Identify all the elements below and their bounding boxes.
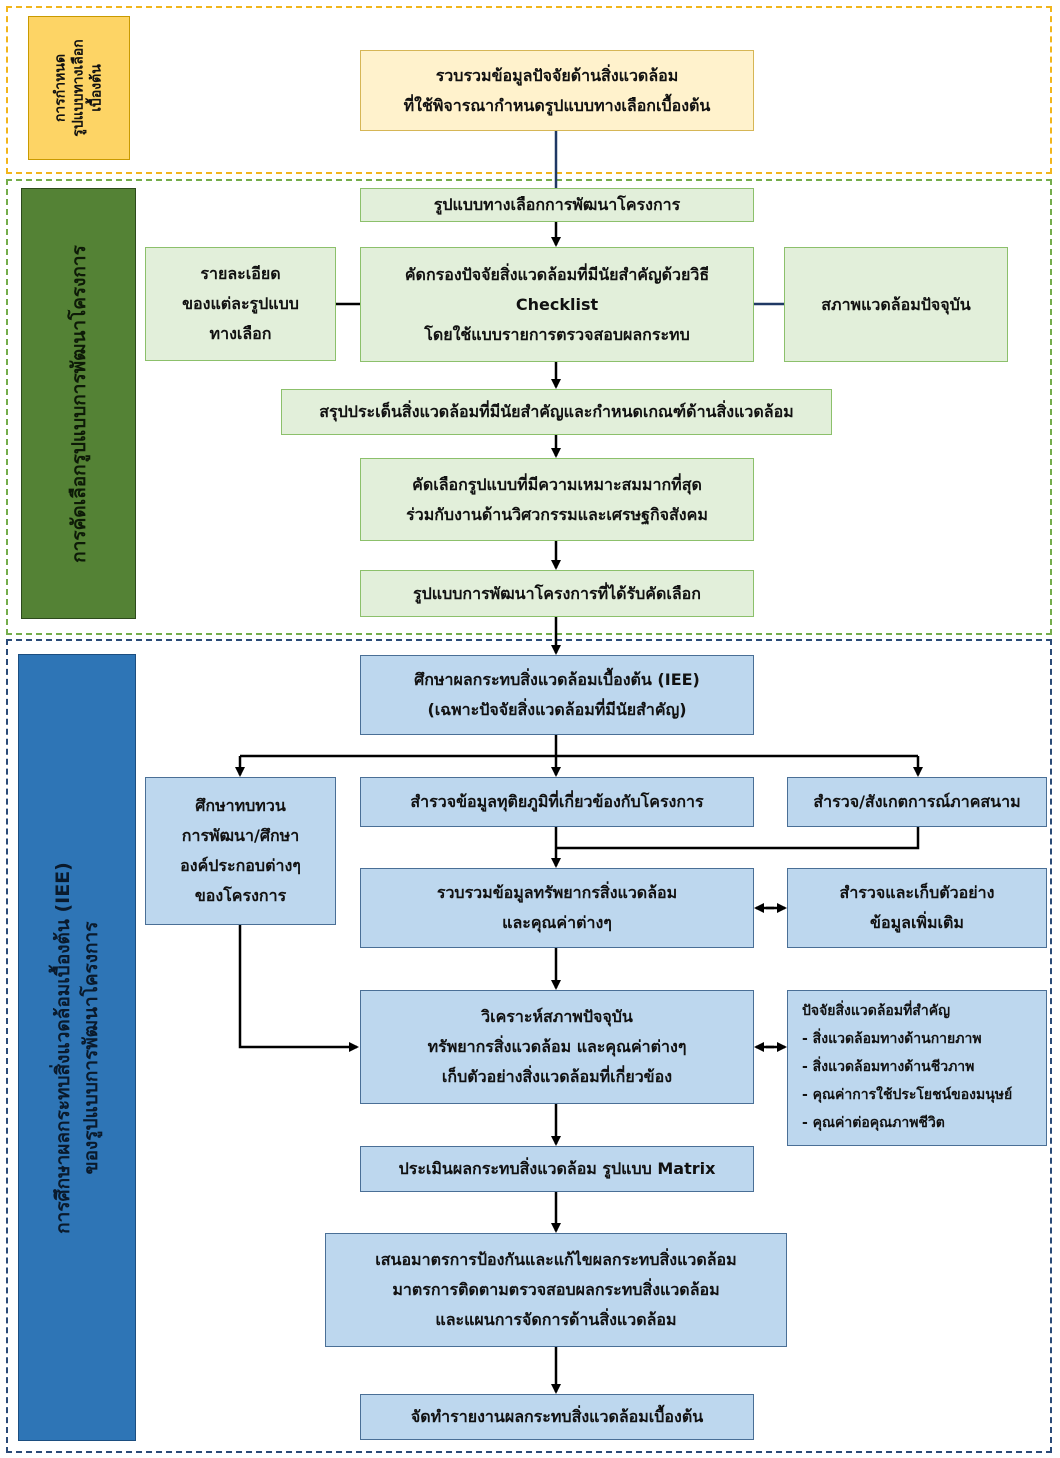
text-line: ศึกษาทบทวน [195,796,286,815]
box-matrix: ประเมินผลกระทบสิ่งแวดล้อม รูปแบบ Matrix [360,1146,754,1192]
box-text: ประเมินผลกระทบสิ่งแวดล้อม รูปแบบ Matrix [399,1154,716,1184]
box-report: จัดทำรายงานผลกระทบสิ่งแวดล้อมเบื้องต้น [360,1394,754,1440]
zone-alternatives [6,6,1052,174]
box-collect-factors: รวบรวมข้อมูลปัจจัยด้านสิ่งแวดล้อมที่ใช้พ… [360,50,754,131]
box-secondary: สำรวจข้อมูลทุติยภูมิที่เกี่ยวข้องกับโครง… [360,777,754,827]
text-line: ทางเลือก [209,324,272,343]
text-line: - สิ่งแวดล้อมทางด้านชีวภาพ [802,1059,975,1075]
text-line: จัดทำรายงานผลกระทบสิ่งแวดล้อมเบื้องต้น [410,1407,704,1426]
text-line: การพัฒนา/ศึกษา [181,826,300,845]
text-line: มาตรการติดตามตรวจสอบผลกระทบสิ่งแวดล้อม [392,1280,720,1299]
box-alternatives: รูปแบบทางเลือกการพัฒนาโครงการ [360,188,754,222]
box-text: รวบรวมข้อมูลปัจจัยด้านสิ่งแวดล้อมที่ใช้พ… [404,61,711,121]
box-selected: รูปแบบการพัฒนาโครงการที่ได้รับคัดเลือก [360,570,754,617]
box-text: เสนอมาตรการป้องกันและแก้ไขผลกระทบสิ่งแวด… [375,1245,736,1335]
box-gather-resources: รวบรวมข้อมูลทรัพยากรสิ่งแวดล้อมและคุณค่า… [360,868,754,948]
text-line: ข้อมูลเพิ่มเติม [870,913,964,932]
box-text: คัดกรองปัจจัยสิ่งแวดล้อมที่มีนัยสำคัญด้ว… [405,260,709,350]
text-line: รูปแบบทางเลือกการพัฒนาโครงการ [433,195,681,214]
text-line: รูปแบบการพัฒนาโครงการที่ได้รับคัดเลือก [413,583,701,603]
box-text: ปัจจัยสิ่งแวดล้อมที่สำคัญ - สิ่งแวดล้อมทา… [802,997,1012,1137]
text-line: องค์ประกอบต่างๆ [180,856,301,875]
text-line: สำรวจและเก็บตัวอย่าง [839,883,995,902]
box-text: สำรวจข้อมูลทุติยภูมิที่เกี่ยวข้องกับโครง… [410,787,703,817]
text-line: และแผนการจัดการด้านสิ่งแวดล้อม [435,1310,677,1329]
box-text: รูปแบบการพัฒนาโครงการที่ได้รับคัดเลือก [413,579,701,609]
text-line: ที่ใช้พิจารณากำหนดรูปแบบทางเลือกเบื้องต้… [403,95,711,115]
text-line: สำรวจ/สังเกตการณ์ภาคสนาม [813,792,1021,811]
box-text: รูปแบบทางเลือกการพัฒนาโครงการ [434,190,680,220]
zone-label-selection: การคัดเลือกรูปแบบการพัฒนาโครงการ [21,188,136,619]
text-line: วิเคราะห์สภาพปัจจุบัน [481,1007,633,1026]
box-text: รายละเอียดของแต่ละรูปแบบทางเลือก [182,259,299,349]
box-text: สำรวจและเก็บตัวอย่างข้อมูลเพิ่มเติม [840,878,995,938]
text-line: - คุณค่าการใช้ประโยชน์ของมนุษย์ [802,1087,1013,1103]
text-line: รวบรวมข้อมูลปัจจัยด้านสิ่งแวดล้อม [435,65,679,85]
box-alt-details: รายละเอียดของแต่ละรูปแบบทางเลือก [145,247,336,361]
box-field: สำรวจ/สังเกตการณ์ภาคสนาม [787,777,1047,827]
box-summary: สรุปประเด็นสิ่งแวดล้อมที่มีนัยสำคัญและกำ… [281,389,832,435]
text-line: ปัจจัยสิ่งแวดล้อมที่สำคัญ [802,1003,950,1019]
text-line: เสนอมาตรการป้องกันและแก้ไขผลกระทบสิ่งแวด… [375,1250,737,1269]
connector-field-merge [556,827,920,850]
text-line: ทรัพยากรสิ่งแวดล้อม และคุณค่าต่างๆ [427,1037,687,1056]
box-measures: เสนอมาตรการป้องกันและแก้ไขผลกระทบสิ่งแวด… [325,1233,787,1347]
box-text: สรุปประเด็นสิ่งแวดล้อมที่มีนัยสำคัญและกำ… [319,397,793,427]
arrow-review-to-analyze [238,925,359,1052]
box-review: ศึกษาทบทวนการพัฒนา/ศึกษาองค์ประกอบต่างๆข… [145,777,336,925]
box-key-factors: ปัจจัยสิ่งแวดล้อมที่สำคัญ - สิ่งแวดล้อมทา… [787,990,1047,1146]
box-analyze: วิเคราะห์สภาพปัจจุบันทรัพยากรสิ่งแวดล้อม… [360,990,754,1104]
text-line: Checklist [515,294,599,314]
box-text: สภาพแวดล้อมปัจจุบัน [821,290,971,320]
box-text: จัดทำรายงานผลกระทบสิ่งแวดล้อมเบื้องต้น [411,1402,703,1432]
text-line: ของโครงการ [194,886,287,905]
text-line: (เฉพาะปัจจัยสิ่งแวดล้อมที่มีนัยสำคัญ) [427,700,687,719]
box-text: ศึกษาทบทวนการพัฒนา/ศึกษาองค์ประกอบต่างๆข… [180,791,301,911]
box-text: วิเคราะห์สภาพปัจจุบันทรัพยากรสิ่งแวดล้อม… [428,1002,687,1092]
text-line: - คุณค่าต่อคุณภาพชีวิต [802,1115,945,1131]
text-line: รายละเอียด [200,264,281,283]
text-line: ศึกษาผลกระทบสิ่งแวดล้อมเบื้องต้น (IEE) [414,670,700,689]
text-line: ประเมินผลกระทบสิ่งแวดล้อม รูปแบบ Matrix [398,1159,716,1178]
box-extra-samples: สำรวจและเก็บตัวอย่างข้อมูลเพิ่มเติม [787,868,1047,948]
text-line: ร่วมกับงานด้านวิศวกรรมและเศรษฐกิจสังคม [406,504,708,524]
text-line: - สิ่งแวดล้อมทางด้านกายภาพ [802,1031,982,1047]
text-line: โดยใช้แบบรายการตรวจสอบผลกระทบ [424,324,690,344]
box-text: คัดเลือกรูปแบบที่มีความเหมาะสมมากที่สุดร… [406,470,708,530]
box-iee-study: ศึกษาผลกระทบสิ่งแวดล้อมเบื้องต้น (IEE) (เ… [360,655,754,735]
text-line: สภาพแวดล้อมปัจจุบัน [821,294,971,314]
box-screening: คัดกรองปัจจัยสิ่งแวดล้อมที่มีนัยสำคัญด้ว… [360,247,754,362]
text-line: สำรวจข้อมูลทุติยภูมิที่เกี่ยวข้องกับโครง… [410,792,704,811]
text-line: คัดเลือกรูปแบบที่มีความเหมาะสมมากที่สุด [412,474,702,494]
zone-label-alternatives: การกำหนดรูปแบบทางเลือกเบื้องต้น [28,16,130,160]
text-line: รวบรวมข้อมูลทรัพยากรสิ่งแวดล้อม [436,883,678,902]
text-line: สรุปประเด็นสิ่งแวดล้อมที่มีนัยสำคัญและกำ… [319,402,794,421]
text-line: คัดกรองปัจจัยสิ่งแวดล้อมที่มีนัยสำคัญด้ว… [404,264,710,284]
box-select-best: คัดเลือกรูปแบบที่มีความเหมาะสมมากที่สุดร… [360,458,754,541]
zone-selection [6,179,1052,635]
zone-label-iee: การศึกษาผลกระทบสิ่งแวดล้อมเบื้องต้น (IEE… [18,654,136,1441]
text-line: และคุณค่าต่างๆ [502,913,612,932]
zone-iee [6,639,1052,1453]
box-text: รวบรวมข้อมูลทรัพยากรสิ่งแวดล้อมและคุณค่า… [437,878,677,938]
text-line: เก็บตัวอย่างสิ่งแวดล้อมที่เกี่ยวข้อง [441,1067,673,1086]
box-text: สำรวจ/สังเกตการณ์ภาคสนาม [813,787,1020,817]
text-line: ของแต่ละรูปแบบ [182,294,299,313]
box-text: ศึกษาผลกระทบสิ่งแวดล้อมเบื้องต้น (IEE) (เ… [414,665,700,725]
box-current-env: สภาพแวดล้อมปัจจุบัน [784,247,1008,362]
